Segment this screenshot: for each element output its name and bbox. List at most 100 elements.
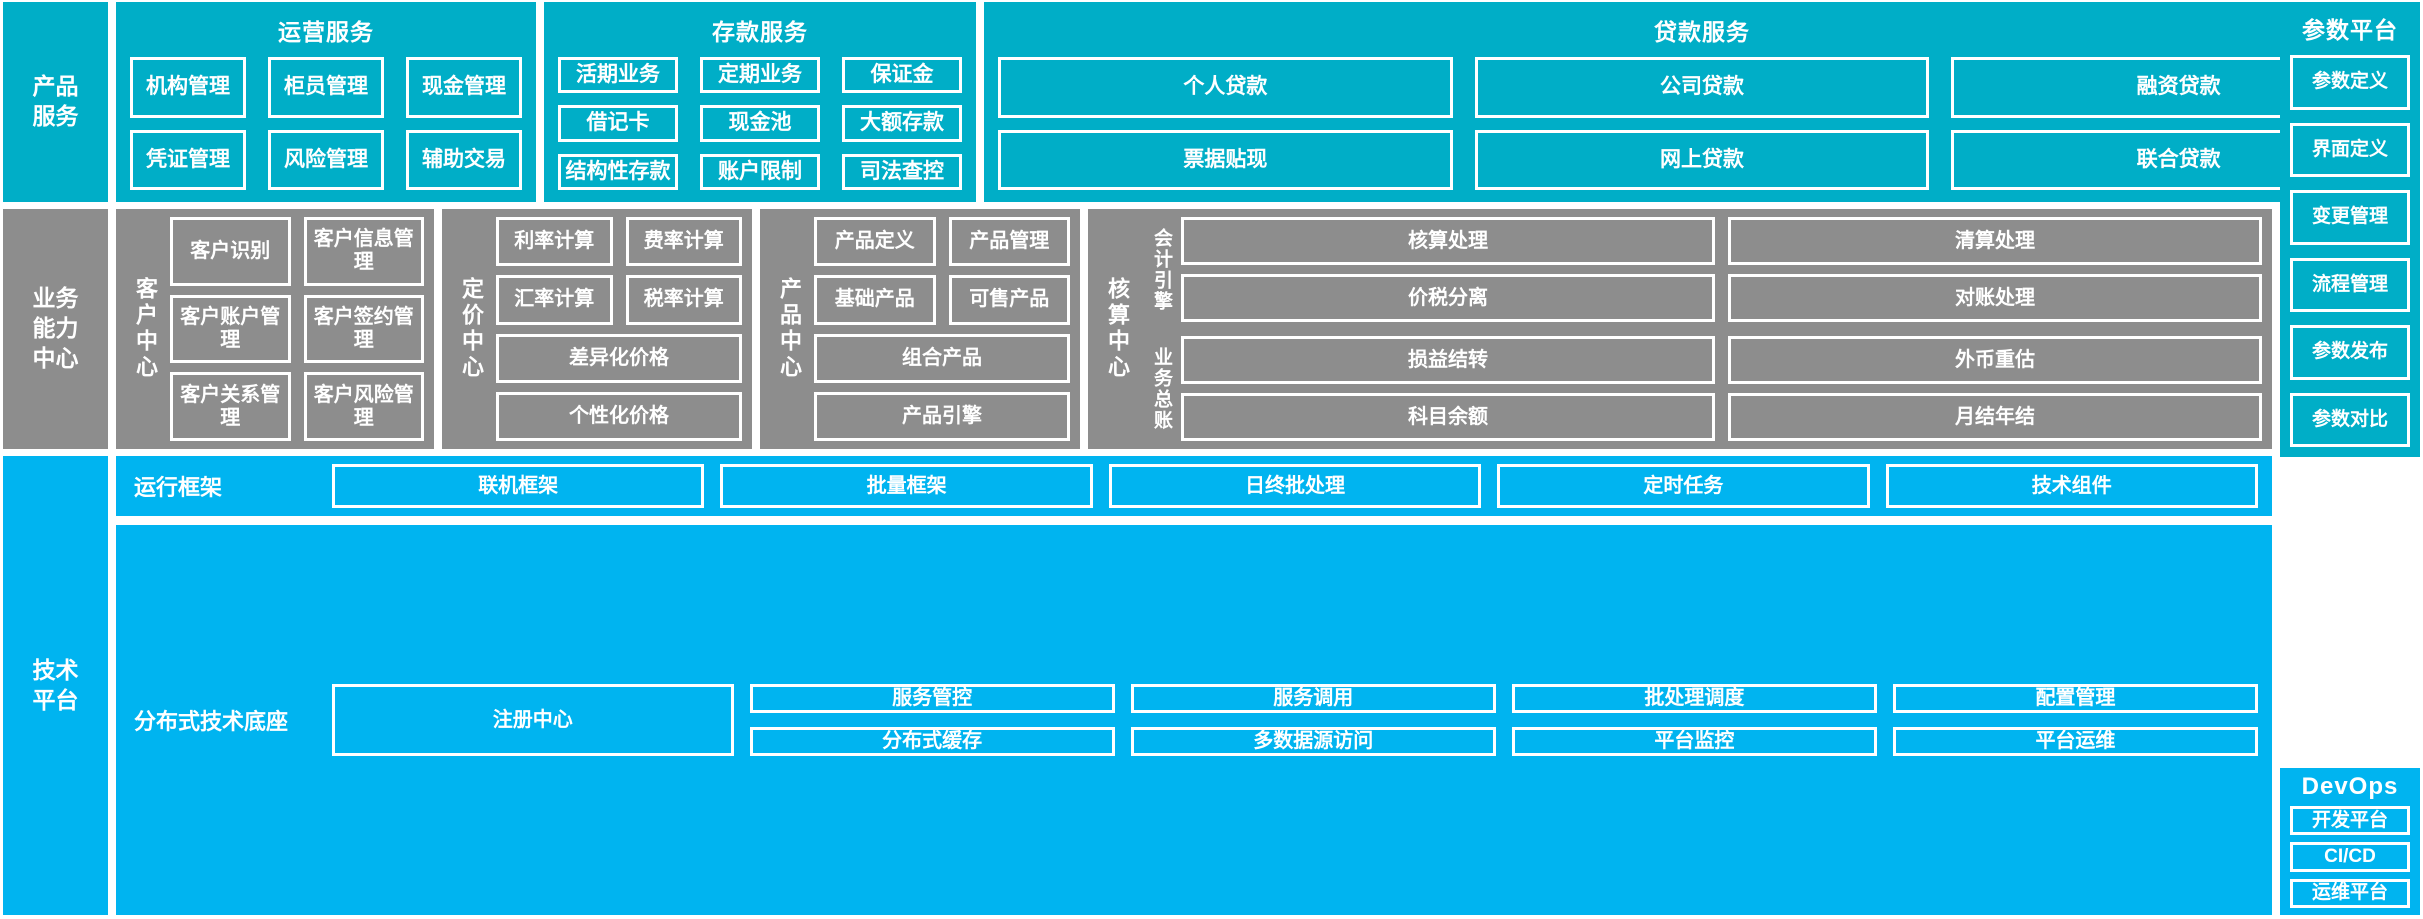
tech-chip[interactable]: 服务管控 [749,684,1115,713]
product-center-items: 产品定义 产品管理 基础产品 可售产品 组合产品 产品引擎 [814,217,1070,441]
band-distributed-base: 分布式技术底座 注册中心 服务管控 服务调用 批处理调度 配置管理 分布式缓存 … [116,525,2272,915]
capability-chip[interactable]: 汇率计算 [496,275,613,325]
capability-chip[interactable]: 核算处理 [1181,217,1715,265]
layer-label-business-capability: 业务 能力 中心 [3,209,108,449]
tech-chip[interactable]: 批处理调度 [1511,684,1877,713]
band-label-runtime-framework: 运行框架 [134,475,223,500]
capability-chip[interactable]: 差异化价格 [496,333,742,383]
devops-chip[interactable]: CI/CD [2290,842,2410,872]
service-chip[interactable]: 定期业务 [700,57,820,94]
panel-operation-services: 运营服务 机构管理 柜员管理 现金管理 凭证管理 风险管理 辅助交易 [116,2,536,202]
capability-chip[interactable]: 月结年结 [1728,393,2262,441]
layer-technical-platform: 技术 平台 运行框架 联机框架 批量框架 日终批处理 定时任务 技术组件 分布式… [0,456,2423,919]
service-chip[interactable]: 票据贴现 [998,129,1453,190]
tech-chip[interactable]: 配置管理 [1892,684,2258,713]
tech-chip[interactable]: 多数据源访问 [1130,727,1496,756]
capability-chip[interactable]: 产品管理 [948,217,1070,267]
service-chip[interactable]: 凭证管理 [130,129,246,190]
service-chip[interactable]: 个人贷款 [998,57,1453,118]
service-chip[interactable]: 结构性存款 [558,153,678,190]
customer-center-items: 客户识别 客户信息管理 客户账户管理 客户签约管理 客户关系管理 客户风险管理 [170,217,424,442]
panel-title-operation-services: 运营服务 [278,19,374,45]
pricing-center-items: 利率计算 费率计算 汇率计算 税率计算 差异化价格 个性化价格 [496,217,742,441]
devops-chip[interactable]: 运维平台 [2290,878,2410,908]
service-chip[interactable]: 辅助交易 [406,129,522,190]
service-chip[interactable]: 现金池 [700,105,820,142]
panel-title-loan-services: 贷款服务 [1654,19,1750,45]
parameter-chip[interactable]: 参数对比 [2290,392,2410,447]
capability-chip[interactable]: 利率计算 [496,217,613,267]
service-chip[interactable]: 保证金 [842,57,962,94]
service-chip[interactable]: 大额存款 [842,105,962,142]
parameter-chip[interactable]: 参数定义 [2290,55,2410,110]
panel-deposit-services: 存款服务 活期业务 定期业务 保证金 借记卡 现金池 大额存款 结构性存款 账户… [544,2,976,202]
tech-chip[interactable]: 定时任务 [1497,464,1870,508]
tech-chip[interactable]: 日终批处理 [1108,464,1482,508]
accounting-group-label-engine: 会计引擎 [1151,227,1172,312]
service-chip[interactable]: 司法查控 [842,153,962,190]
layer-label-line1: 产品 [32,73,79,100]
band-label-distributed-base: 分布式技术底座 [134,709,289,734]
service-chip[interactable]: 机构管理 [130,57,246,118]
parameter-chip[interactable]: 界面定义 [2290,122,2410,177]
devops-chip[interactable]: 开发平台 [2290,806,2410,836]
capability-chip[interactable]: 税率计算 [625,275,742,325]
parameter-chip[interactable]: 流程管理 [2290,257,2410,312]
service-chip[interactable]: 柜员管理 [268,57,384,118]
capability-chip[interactable]: 产品定义 [814,217,936,267]
center-pricing: 定价中心 利率计算 费率计算 汇率计算 税率计算 差异化价格 个性化价格 [442,209,752,449]
tech-chip[interactable]: 平台运维 [1892,727,2258,756]
capability-chip[interactable]: 基础产品 [814,275,936,325]
tech-chip[interactable]: 分布式缓存 [749,727,1115,756]
layer-product-services: 产品 服务 运营服务 机构管理 柜员管理 现金管理 凭证管理 风险管理 辅助交易… [0,2,2423,202]
capability-chip[interactable]: 科目余额 [1181,393,1715,441]
capability-chip[interactable]: 客户识别 [170,217,291,286]
center-accounting: 核算中心 会计引擎 核算处理 清算处理 价税分离 对账处理 [1088,209,2272,449]
panel-parameter-platform: 参数平台 参数定义 界面定义 变更管理 流程管理 参数发布 参数对比 [2280,2,2420,457]
capability-chip[interactable]: 损益结转 [1181,336,1715,384]
accounting-group-ledger: 业务总账 损益结转 外币重估 科目余额 月结年结 [1142,336,2262,441]
capability-chip[interactable]: 可售产品 [948,275,1070,325]
capability-chip[interactable]: 个性化价格 [496,391,742,441]
tech-chip-registry[interactable]: 注册中心 [332,684,734,756]
tech-chip[interactable]: 批量框架 [720,464,1093,508]
accounting-center-groups: 会计引擎 核算处理 清算处理 价税分离 对账处理 业务总账 [1142,217,2262,441]
tech-chip[interactable]: 技术组件 [1885,464,2258,508]
operation-services-grid: 机构管理 柜员管理 现金管理 凭证管理 风险管理 辅助交易 [130,57,522,190]
capability-chip[interactable]: 客户签约管理 [303,294,424,364]
service-chip[interactable]: 账户限制 [700,153,820,190]
center-label-accounting: 核算中心 [1105,277,1130,381]
capability-chip[interactable]: 费率计算 [625,217,742,267]
layer-label-line1: 业务 [32,285,79,312]
parameter-chip[interactable]: 参数发布 [2290,325,2410,380]
service-chip[interactable]: 活期业务 [558,57,678,94]
center-product: 产品中心 产品定义 产品管理 基础产品 可售产品 组合产品 产品引擎 [760,209,1080,449]
deposit-services-grid: 活期业务 定期业务 保证金 借记卡 现金池 大额存款 结构性存款 账户限制 司法… [558,57,962,190]
capability-chip[interactable]: 客户风险管理 [303,372,424,442]
service-chip[interactable]: 现金管理 [406,57,522,118]
panel-title-devops: DevOps [2301,773,2399,800]
tech-chip[interactable]: 服务调用 [1130,684,1496,713]
panel-devops: DevOps 开发平台 CI/CD 运维平台 [2280,768,2420,915]
capability-chip[interactable]: 客户账户管理 [170,294,291,364]
capability-chip[interactable]: 组合产品 [814,333,1070,383]
capability-chip[interactable]: 对账处理 [1728,274,2262,322]
center-label-product: 产品中心 [777,277,802,381]
layer-label-line2: 平台 [32,686,79,713]
capability-chip[interactable]: 外币重估 [1728,336,2262,384]
parameter-chip[interactable]: 变更管理 [2290,190,2410,245]
panel-loan-services: 贷款服务 个人贷款 公司贷款 融资贷款 票据贴现 网上贷款 联合贷款 [984,2,2420,202]
capability-chip[interactable]: 产品引擎 [814,391,1070,441]
service-chip[interactable]: 风险管理 [268,129,384,190]
loan-services-grid: 个人贷款 公司贷款 融资贷款 票据贴现 网上贷款 联合贷款 [998,57,2406,190]
capability-chip[interactable]: 清算处理 [1728,217,2262,265]
layer-label-line3: 中心 [32,344,79,371]
service-chip[interactable]: 公司贷款 [1474,57,1930,118]
tech-chip[interactable]: 联机框架 [332,464,705,508]
tech-chip[interactable]: 平台监控 [1511,727,1877,756]
service-chip[interactable]: 网上贷款 [1474,129,1930,190]
service-chip[interactable]: 借记卡 [558,105,678,142]
capability-chip[interactable]: 价税分离 [1181,274,1715,322]
capability-chip[interactable]: 客户信息管理 [303,217,424,286]
capability-chip[interactable]: 客户关系管理 [170,372,291,442]
